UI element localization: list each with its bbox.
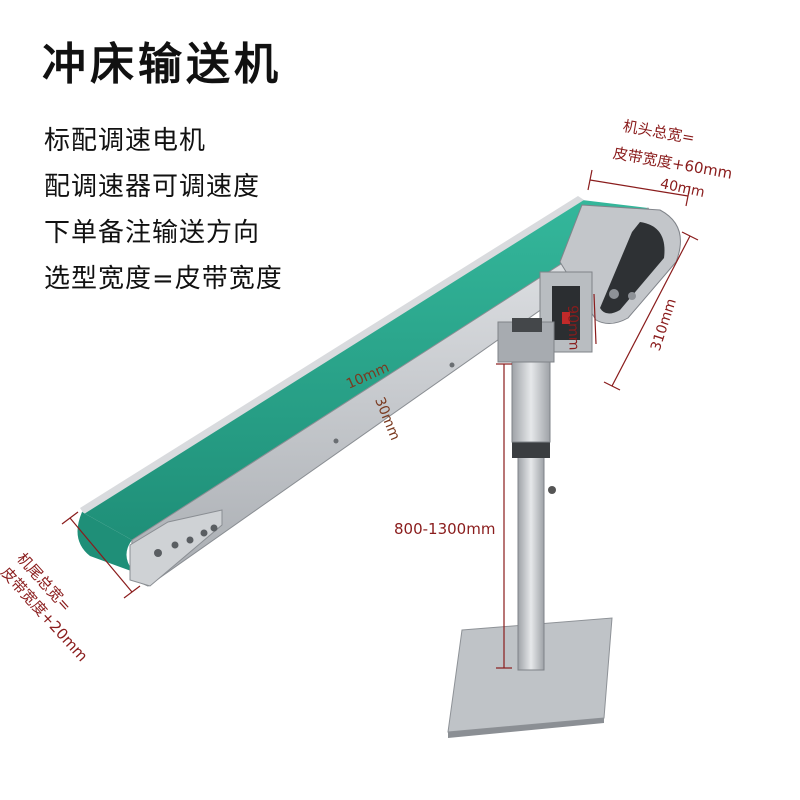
stand-column [511,361,556,671]
feature-item: 配调速器可调速度 [44,172,261,202]
dimension-lines [61,169,699,669]
stand-height-label: 800-1300mm [394,520,496,538]
page-title: 冲床输送机 [42,39,282,90]
feature-list: 标配调速电机 配调速器可调速度 下单备注输送方向 选型宽度=皮带宽度 [44,118,283,302]
feature-item: 选型宽度=皮带宽度 [44,264,283,294]
tail-roller [77,512,134,572]
feature-item: 下单备注输送方向 [44,218,261,248]
head-90-label: 90mm [564,305,582,351]
drive-motor [497,271,593,363]
conveyor-belt [82,200,648,540]
tail-bolts [154,524,218,557]
stand-base-plate [447,617,613,738]
feature-item: 标配调速电机 [44,126,207,156]
